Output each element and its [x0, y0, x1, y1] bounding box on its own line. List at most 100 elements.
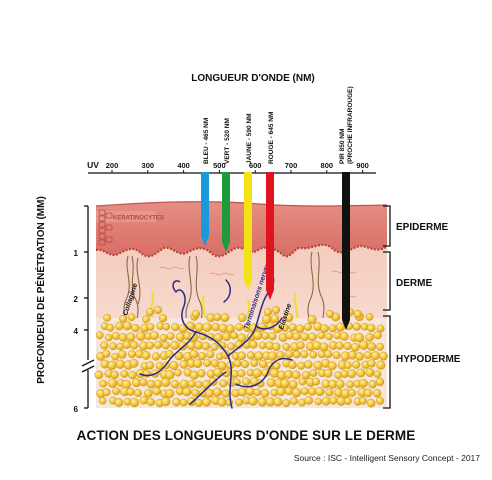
- depth-axis-title: PROFONDEUR DE PÉNÉTRATION (MM): [34, 196, 47, 384]
- fat-cell: [300, 350, 309, 359]
- fat-cell: [197, 369, 206, 378]
- fat-cell: [363, 351, 372, 359]
- fat-cell: [289, 397, 298, 405]
- fat-cell: [237, 369, 246, 378]
- fat-cell: [175, 332, 185, 342]
- fat-cell: [373, 331, 382, 340]
- fat-cell: [211, 322, 220, 332]
- keratinocytes-label: KERATINOCYTES: [113, 216, 164, 222]
- fat-cell: [174, 351, 184, 361]
- fat-cell: [326, 310, 335, 319]
- fat-cell: [302, 370, 311, 380]
- fat-cell: [273, 397, 283, 407]
- fat-cell: [291, 387, 302, 398]
- layer-brackets: [383, 205, 391, 409]
- wavelength-tick-300: 300: [142, 161, 155, 170]
- fat-cell: [172, 397, 181, 407]
- fat-cell: [164, 370, 175, 380]
- fat-cell: [317, 331, 326, 340]
- fat-cell: [261, 331, 270, 340]
- fat-cell: [116, 342, 124, 351]
- wavelength-tick-500: 500: [213, 161, 226, 170]
- fat-cell: [284, 313, 294, 323]
- wavelength-label-1: BLEU - 465 NM: [203, 118, 210, 164]
- fat-cell: [122, 321, 132, 331]
- fat-cell: [270, 314, 280, 324]
- fat-cell: [146, 341, 155, 350]
- fat-cell: [100, 341, 109, 350]
- fat-cell: [103, 313, 112, 322]
- fat-cell: [206, 350, 215, 359]
- fat-cell: [232, 378, 241, 387]
- wavelength-label-2: VERT - 520 NM: [224, 118, 231, 164]
- fat-cell: [166, 332, 175, 340]
- fat-cell: [300, 387, 309, 396]
- wavelength-axis-title: LONGUEUR D'ONDE (NM): [191, 73, 314, 84]
- fat-cell: [365, 333, 374, 342]
- fat-cell: [198, 352, 207, 361]
- fat-cell: [222, 332, 231, 342]
- fat-cell: [161, 377, 171, 388]
- fat-cell: [348, 350, 357, 360]
- fat-cell: [241, 360, 250, 369]
- beam-shape: [244, 172, 252, 290]
- fat-cell: [343, 342, 352, 351]
- fat-cell: [102, 349, 111, 358]
- fat-cell: [141, 350, 151, 360]
- fat-cell: [194, 322, 204, 332]
- fat-cell: [334, 371, 343, 380]
- fat-cell: [118, 333, 128, 342]
- fat-cell: [312, 377, 321, 386]
- fat-cell: [372, 389, 382, 398]
- fat-cell: [146, 397, 155, 406]
- fat-cell: [94, 370, 104, 380]
- fat-cell: [99, 379, 108, 388]
- fat-cell: [227, 342, 236, 351]
- fat-cell: [276, 386, 286, 397]
- fat-cell: [107, 378, 118, 388]
- fat-cell: [161, 341, 170, 350]
- fat-cell: [300, 332, 309, 342]
- fat-cell: [272, 342, 281, 351]
- fat-cell: [260, 389, 270, 398]
- light-beam-1: [201, 172, 209, 246]
- fat-cell: [376, 360, 386, 370]
- fat-cell: [126, 387, 135, 396]
- epidermis-band: [96, 201, 387, 257]
- fat-cell: [335, 379, 345, 389]
- fat-cell: [120, 369, 129, 378]
- fat-cell: [367, 323, 376, 333]
- fat-cell: [376, 324, 385, 333]
- fat-cell: [313, 360, 323, 370]
- derme-label: DERME: [396, 278, 432, 289]
- beam-shape: [342, 172, 350, 330]
- depth-tick-1: 1: [74, 249, 79, 258]
- fat-cell: [356, 368, 366, 378]
- wavelength-tick-400: 400: [177, 161, 190, 170]
- fat-cell: [246, 351, 256, 360]
- fat-cell: [365, 368, 375, 377]
- fat-cell: [127, 313, 136, 322]
- fat-cell: [315, 386, 325, 397]
- fat-cell: [237, 387, 247, 397]
- fat-cell: [354, 310, 363, 319]
- fat-cell: [352, 360, 361, 369]
- fat-cell: [162, 322, 170, 331]
- fat-cell: [347, 369, 357, 379]
- fat-cell: [327, 361, 337, 371]
- fat-cell: [256, 379, 265, 388]
- fat-cell: [320, 324, 329, 333]
- fat-cell: [235, 398, 243, 407]
- fat-cell: [161, 397, 171, 407]
- depth-axis: [81, 205, 95, 409]
- fat-cell: [355, 352, 364, 361]
- fat-cell: [122, 340, 131, 349]
- fat-cell: [288, 380, 298, 389]
- fat-cell: [314, 397, 323, 406]
- fat-cell: [127, 350, 136, 359]
- fat-cell: [154, 340, 163, 349]
- fat-cell: [171, 323, 180, 332]
- fat-cell: [115, 359, 126, 369]
- fat-cell: [319, 342, 329, 352]
